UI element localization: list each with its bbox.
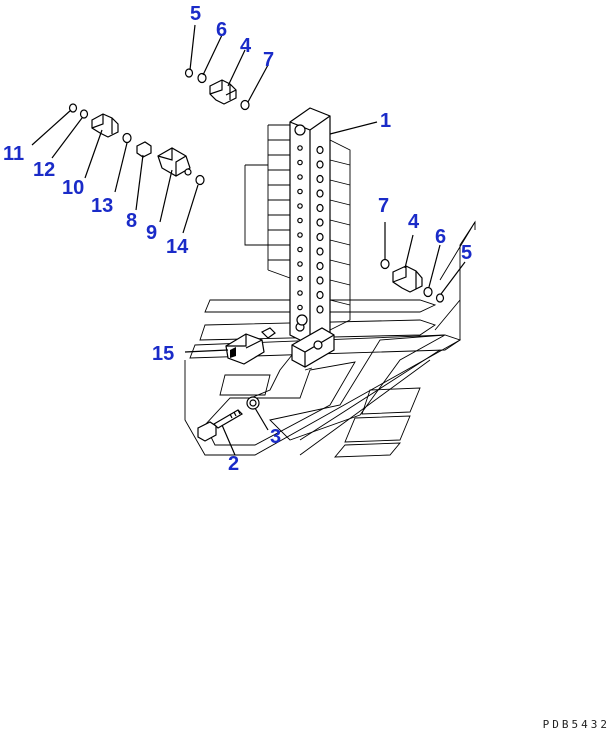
sensor-9 (157, 147, 192, 177)
left-fitting-group (68, 103, 205, 186)
mounting-lug (291, 314, 335, 368)
top-fitting-group (184, 68, 250, 111)
port-hole-left (297, 188, 303, 195)
fitting-4-right (392, 265, 423, 293)
washer-3 (246, 396, 260, 410)
bolt-2 (197, 409, 243, 442)
callout-10: 10 (62, 177, 84, 199)
valve-block-body (289, 107, 331, 346)
port-hole-right (316, 145, 324, 155)
callout-12: 12 (33, 159, 55, 181)
callout-11: 11 (3, 143, 24, 165)
leader-lines (31, 24, 466, 456)
port-hole-right (316, 290, 324, 300)
fitting-10 (91, 113, 119, 138)
callout-5-top: 5 (190, 3, 201, 25)
callout-8: 8 (126, 210, 137, 232)
right-fitting-group (380, 258, 445, 303)
drawing-code: PDB5432 (542, 718, 610, 731)
callout-9: 9 (146, 222, 157, 244)
o-ring-5-right (435, 293, 445, 303)
port-hole-left (297, 203, 303, 209)
port-hole-right (316, 232, 324, 242)
callout-2: 2 (228, 453, 239, 475)
port-hole-right (316, 189, 324, 198)
o-ring-11 (68, 103, 78, 113)
port-hole-right (316, 305, 324, 314)
o-ring-6-right (423, 286, 433, 298)
port-hole-left (297, 174, 303, 180)
callout-13: 13 (91, 195, 113, 217)
callout-labels: 5 6 4 7 1 11 12 10 13 8 9 14 7 4 6 5 15 … (3, 3, 472, 475)
o-ring-13 (122, 132, 132, 144)
o-ring-12 (79, 109, 89, 119)
o-ring-5-top (184, 68, 194, 78)
port-hole-right (316, 218, 324, 227)
port-hole-left (297, 145, 303, 151)
o-ring-7-right (380, 258, 390, 270)
port-hole-right (316, 276, 324, 285)
port-hole-right (316, 261, 324, 271)
port-hole-right (316, 203, 324, 213)
sensor-15 (225, 327, 276, 365)
port-hole-left (297, 290, 303, 296)
callout-15: 15 (152, 343, 174, 365)
port-hole-left (297, 246, 303, 253)
port-hole-left (297, 232, 303, 238)
callout-14: 14 (166, 236, 189, 258)
port-hole-left (297, 275, 303, 282)
port-hole-left (297, 217, 303, 224)
o-ring-7-top (240, 99, 250, 111)
port-bracket-lines (244, 124, 351, 331)
callout-1: 1 (380, 110, 391, 132)
plug-8 (136, 141, 152, 158)
port-hole-right (316, 160, 324, 169)
port-hole-right (316, 174, 324, 184)
callout-6-top: 6 (216, 19, 227, 41)
port-hole-left (297, 159, 303, 166)
callout-4-top: 4 (240, 35, 252, 57)
port-hole-left (297, 304, 303, 311)
callout-5-right: 5 (461, 242, 472, 264)
callout-6-right: 6 (435, 226, 446, 248)
fitting-4-top (209, 79, 237, 105)
callout-4-right: 4 (408, 211, 420, 233)
o-ring-6-top (197, 72, 207, 84)
callout-7-right: 7 (378, 195, 389, 217)
port-hole-left (297, 261, 303, 267)
o-ring-14 (195, 174, 205, 186)
port-hole-right (316, 247, 324, 256)
callout-3: 3 (270, 426, 281, 448)
chassis-outline (184, 220, 476, 458)
callout-7-top: 7 (263, 49, 274, 71)
